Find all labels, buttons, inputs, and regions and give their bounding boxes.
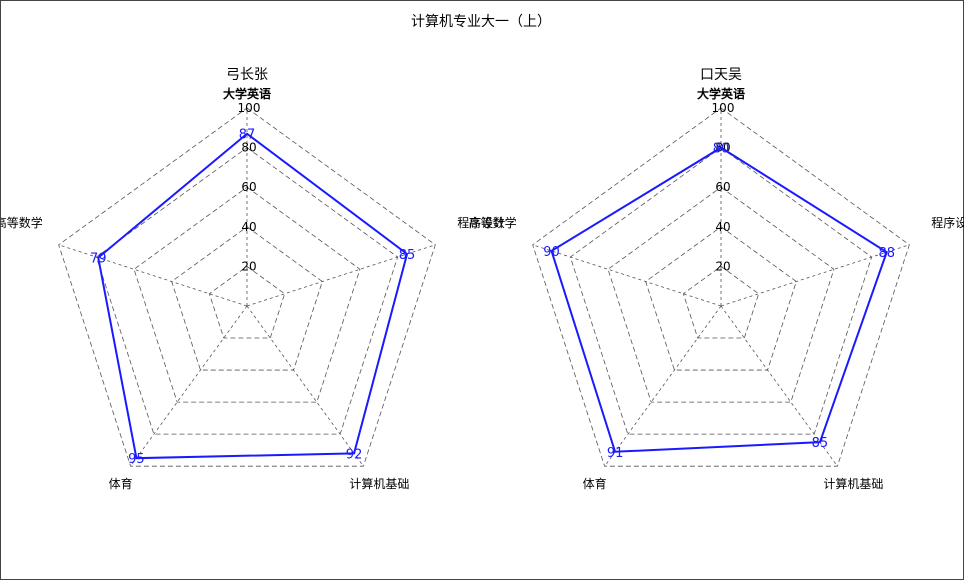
- axis-label: 计算机基础: [349, 476, 409, 491]
- grid-ring: [58, 107, 436, 467]
- data-series-line: [97, 132, 409, 460]
- grid-spoke: [246, 305, 364, 467]
- grid-spoke: [532, 244, 722, 307]
- r-tick-label: 100: [238, 101, 261, 115]
- data-value-label: 87: [239, 128, 256, 143]
- grid-ring: [607, 186, 835, 403]
- figure-title: 计算机专业大一（上）: [411, 14, 551, 30]
- grid-ring: [171, 226, 323, 371]
- axis-label: 体育: [109, 476, 133, 491]
- axis-label: 计算机基础: [823, 476, 883, 491]
- grid-spoke: [604, 305, 722, 467]
- axis-label: 大学英语: [697, 86, 745, 101]
- grid-ring: [208, 265, 286, 339]
- grid-spoke: [246, 244, 436, 307]
- axis-label: 程序设计: [457, 215, 505, 230]
- r-tick-label: 20: [241, 259, 256, 273]
- axis-label: 大学英语: [223, 86, 271, 101]
- grid-spoke: [58, 244, 248, 307]
- r-tick-label: 40: [241, 220, 256, 234]
- axis-label: 高等数学: [469, 215, 517, 230]
- grid-ring: [569, 147, 873, 435]
- data-value-label: 95: [128, 452, 145, 467]
- r-tick-label: 100: [712, 101, 735, 115]
- r-tick-label: 80: [241, 141, 256, 155]
- radar-subtitle: 口天吴: [700, 67, 742, 83]
- r-tick-label: 60: [241, 180, 256, 194]
- r-tick-label: 20: [715, 259, 730, 273]
- data-value-label: 88: [878, 246, 895, 261]
- data-value-label: 85: [399, 248, 416, 263]
- axis-label: 程序设计: [931, 215, 964, 230]
- data-series-line: [550, 146, 888, 453]
- data-value-label: 80: [713, 142, 730, 157]
- r-tick-label: 60: [715, 180, 730, 194]
- grid-spoke: [720, 305, 838, 467]
- radar-chart-2: 口天吴20406080100大学英语程序设计计算机基础体育高等数学8088859…: [469, 67, 964, 491]
- grid-spoke: [720, 244, 910, 307]
- axis-label: 高等数学: [1, 215, 43, 230]
- data-value-label: 91: [607, 446, 624, 461]
- data-value-label: 90: [543, 245, 560, 260]
- grid-ring: [682, 265, 760, 339]
- radar-subtitle: 弓长张: [226, 67, 268, 83]
- data-value-label: 85: [812, 436, 829, 451]
- data-value-label: 79: [90, 252, 107, 267]
- grid-ring: [133, 186, 361, 403]
- r-tick-label: 40: [715, 220, 730, 234]
- data-value-label: 92: [346, 447, 363, 462]
- grid-ring: [95, 147, 399, 435]
- axis-label: 体育: [583, 476, 607, 491]
- grid-spoke: [130, 305, 248, 467]
- grid-ring: [645, 226, 797, 371]
- grid-ring: [532, 107, 910, 467]
